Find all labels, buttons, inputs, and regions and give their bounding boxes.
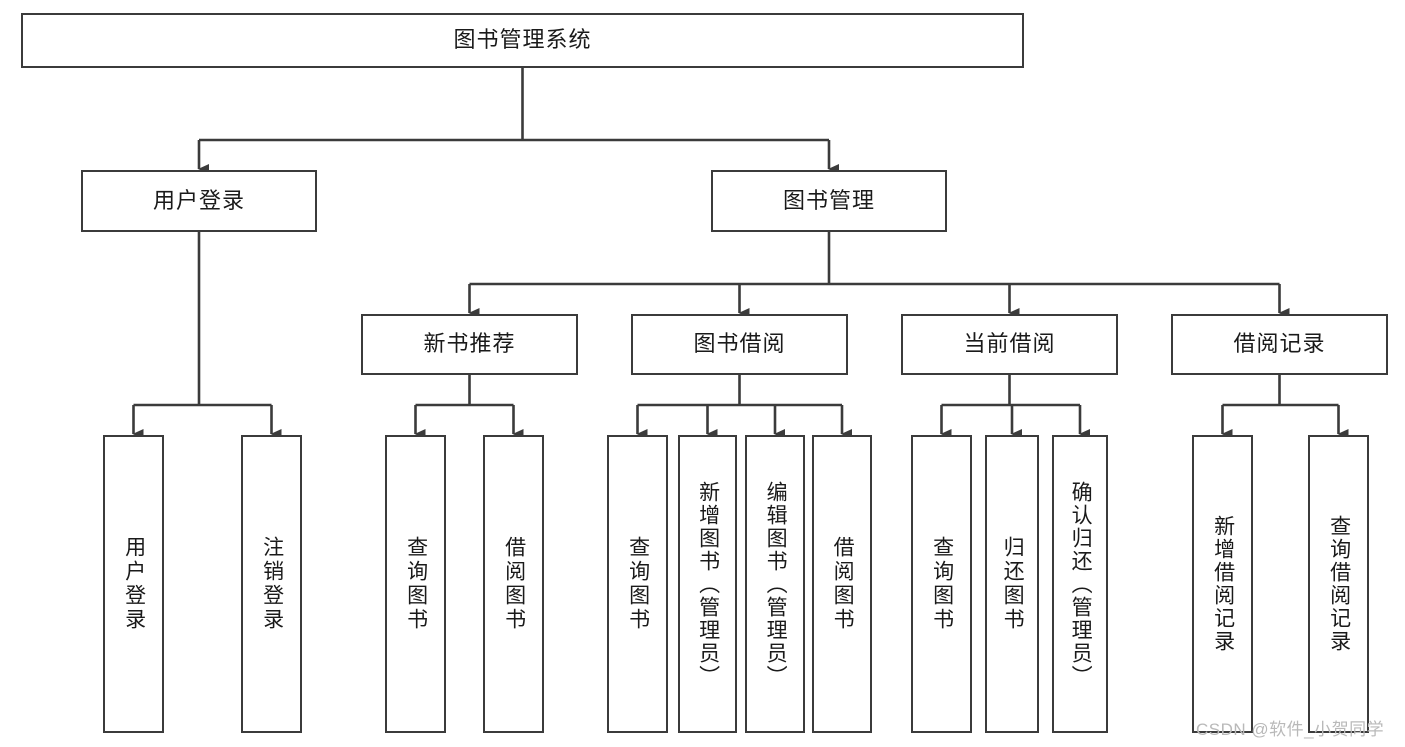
node-label: 用户登录 — [122, 536, 146, 632]
node-label: 归还图书 — [1001, 536, 1025, 632]
node-label: 注销登录 — [260, 536, 284, 632]
node-label: 当前借阅 — [963, 331, 1056, 357]
node-label: 新书推荐 — [423, 331, 516, 357]
node-leaf-edit-book[interactable]: 编辑图书（管理员） — [745, 435, 805, 733]
node-label: 用户登录 — [152, 187, 245, 213]
node-leaf-logout[interactable]: 注销登录 — [241, 435, 302, 733]
node-leaf-query-book-1[interactable]: 查询图书 — [385, 435, 446, 733]
node-leaf-borrow-book-2[interactable]: 借阅图书 — [812, 435, 872, 733]
node-leaf-query-record[interactable]: 查询借阅记录 — [1308, 435, 1369, 733]
node-current-borrow[interactable]: 当前借阅 — [901, 314, 1118, 375]
node-label: 新增图书（管理员） — [696, 480, 720, 688]
node-label: 编辑图书（管理员） — [764, 480, 788, 688]
node-new-book-rec[interactable]: 新书推荐 — [361, 314, 578, 375]
node-label: 图书借阅 — [693, 331, 786, 357]
node-borrow-record[interactable]: 借阅记录 — [1171, 314, 1388, 375]
node-leaf-user-login[interactable]: 用户登录 — [103, 435, 164, 733]
node-leaf-query-book-2[interactable]: 查询图书 — [607, 435, 668, 733]
node-label: 确认归还（管理员） — [1069, 480, 1093, 688]
node-book-manage[interactable]: 图书管理 — [711, 170, 947, 232]
node-leaf-query-book-3[interactable]: 查询图书 — [911, 435, 972, 733]
node-label: 图书管理系统 — [453, 27, 592, 53]
node-label: 借阅图书 — [831, 536, 855, 632]
node-leaf-return-book[interactable]: 归还图书 — [985, 435, 1039, 733]
node-label: 查询图书 — [930, 536, 954, 632]
node-label: 借阅记录 — [1233, 331, 1326, 357]
node-book-borrow[interactable]: 图书借阅 — [631, 314, 848, 375]
node-label: 查询图书 — [404, 536, 428, 632]
node-leaf-borrow-book-1[interactable]: 借阅图书 — [483, 435, 544, 733]
node-user-login[interactable]: 用户登录 — [81, 170, 317, 232]
node-leaf-confirm-return[interactable]: 确认归还（管理员） — [1052, 435, 1108, 733]
node-leaf-add-record[interactable]: 新增借阅记录 — [1192, 435, 1253, 733]
node-label: 新增借阅记录 — [1211, 515, 1235, 653]
node-label: 查询图书 — [626, 536, 650, 632]
node-root[interactable]: 图书管理系统 — [21, 13, 1024, 68]
node-label: 图书管理 — [782, 187, 875, 213]
node-leaf-add-book[interactable]: 新增图书（管理员） — [678, 435, 737, 733]
node-label: 借阅图书 — [502, 536, 526, 632]
node-label: 查询借阅记录 — [1327, 515, 1351, 653]
